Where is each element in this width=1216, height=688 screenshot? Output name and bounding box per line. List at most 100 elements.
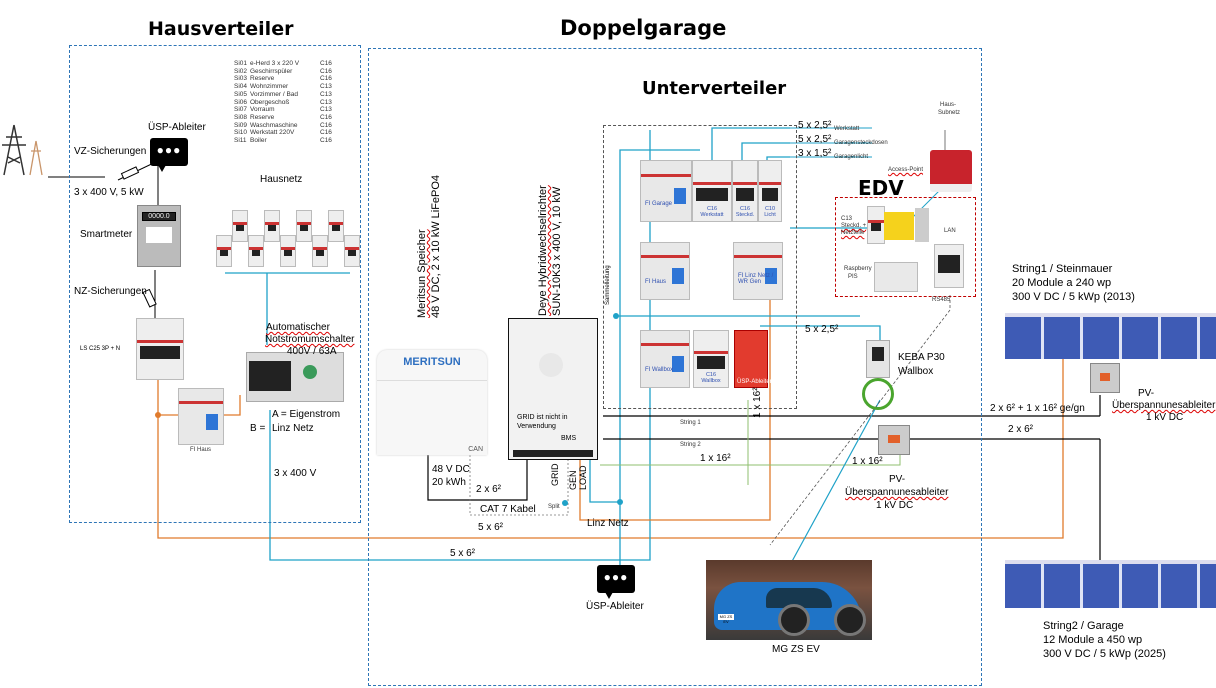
doppelgarage-zone <box>368 48 982 686</box>
circuit-rating: C16 <box>320 121 332 129</box>
haus-subnetz-2: Subnetz <box>938 110 961 116</box>
hausnetz-breaker <box>264 210 280 242</box>
gen-port-label: GEN <box>568 470 578 490</box>
out-werkstatt <box>711 127 790 160</box>
raspberry-line1: Raspberry <box>844 266 872 272</box>
unterverteiler-title: Unterverteiler <box>642 78 787 99</box>
circuit-id: Si10 <box>234 129 248 137</box>
out-steckdosen <box>741 142 790 160</box>
orange-cable-label: 5 x 6² <box>478 522 504 533</box>
doppelgarage-title: Doppelgarage <box>560 16 727 40</box>
rs485-label: RS485 <box>932 297 951 303</box>
hausnetz-breaker <box>312 235 328 267</box>
string2-label: String 2 <box>680 442 701 448</box>
usp-ableiter-bottom-label: ÜSP-Ableiter <box>586 601 644 612</box>
earth-cable-label: 1 x 16² <box>752 387 763 418</box>
gen-wire <box>579 250 771 521</box>
string2-solar-panel <box>1005 560 1216 608</box>
car-label: MG ZS EV <box>772 644 820 655</box>
hausnetz-breaker <box>248 235 264 267</box>
battery-unit: MERITSUN CAN <box>377 350 487 455</box>
router-icon <box>930 150 972 192</box>
junction <box>155 412 161 418</box>
edv-zone <box>835 197 976 297</box>
c13-line2: Steckd. + <box>841 223 867 229</box>
string2-spd-1: PV- <box>889 474 906 485</box>
inverter-label-2: SUN-10K3 x 400 V, 10 kW <box>551 186 563 316</box>
c16-wallbox-breaker: C16 Wallbox <box>693 330 729 388</box>
cat7-cable <box>469 455 569 516</box>
circuit-id: Si07 <box>234 106 248 114</box>
circuit-name: Reserve <box>250 75 275 83</box>
ats-line3: 400V / 63A <box>287 346 337 357</box>
output-name: Garagenlicht <box>834 154 869 160</box>
circuit-rating: C13 <box>320 83 332 91</box>
access-point-label: Access-Point <box>888 167 924 173</box>
circuit-rating: C16 <box>320 75 332 83</box>
ls-c25-breaker <box>136 318 184 380</box>
string1-cable: 2 x 6² + 1 x 16² ge/gn <box>990 403 1085 414</box>
ats-a: A = Eigenstrom <box>272 409 341 420</box>
ats-line1: Automatischer <box>266 322 330 333</box>
nz-fuse-icon <box>142 288 157 308</box>
charge-cable <box>789 399 881 566</box>
circuit-id: Si02 <box>234 67 248 75</box>
ats-b-prefix: B = <box>250 423 266 434</box>
circuit-name: Wohnzimmer <box>250 83 289 91</box>
string2-line2: 12 Module a 450 wp <box>1043 634 1143 646</box>
grid-port-label: GRID <box>550 463 560 487</box>
hausnetz-breaker <box>280 235 296 267</box>
circuit-id: Si11 <box>234 137 247 145</box>
ls-label: LS C25 3P + N <box>80 346 121 352</box>
string2-line1: String2 / Garage <box>1043 620 1124 632</box>
wallbox-icon <box>866 340 890 378</box>
c10-licht-breaker: C10 Licht <box>758 160 782 222</box>
battery-cable-label: 2 x 6² <box>476 484 502 495</box>
inverter-note-2: Verwendung <box>517 423 556 430</box>
wallbox-wire <box>760 325 881 345</box>
vz-fuse-icon <box>120 166 140 180</box>
license-plate: MG ZS EV <box>718 614 734 624</box>
wallbox-line2: Wallbox <box>898 366 934 377</box>
circuit-rating: C16 <box>320 67 332 75</box>
string1-spd-1: PV- <box>1138 388 1155 399</box>
circuit-rating: C16 <box>320 129 332 137</box>
circuit-rating: C16 <box>320 137 332 145</box>
junction <box>613 313 619 319</box>
earth-wire <box>600 455 901 466</box>
linz-netz-label: Linz Netz <box>587 518 629 529</box>
power-pylon-icon <box>0 123 46 178</box>
pv-spd-string1 <box>1090 363 1120 393</box>
ats-switch <box>246 352 344 402</box>
circuit-name: Boiler <box>250 137 267 145</box>
output-cable: 3 x 1,5² <box>798 148 832 159</box>
inverter-unit: GRID ist nicht in Verwendung BMS <box>508 318 598 460</box>
meter-display: 0000.0 <box>142 212 176 221</box>
load-port-label: LOAD <box>578 465 588 490</box>
usp-spd-module: ÜSP-Ableiter <box>734 330 772 388</box>
edv-title: EDV <box>858 176 904 200</box>
raspberry-line2: PIS <box>848 274 858 280</box>
hausnetz-breaker <box>232 210 248 242</box>
speicher-label-2: 48 V DC, 2 x 10 kW LiFePO4 <box>430 174 442 318</box>
circuit-name: Vorraum <box>250 106 275 114</box>
lan-label: LAN <box>944 228 956 234</box>
circuit-id: Si03 <box>234 75 248 83</box>
circuit-id: Si05 <box>234 90 248 98</box>
junction <box>617 499 623 505</box>
hausnetz-breaker <box>296 210 312 242</box>
circuit-id: Si04 <box>234 83 248 91</box>
blue-cable-label: 5 x 6² <box>450 548 476 559</box>
string1-label: String 1 <box>680 420 701 426</box>
circuit-rating: C16 <box>320 60 332 67</box>
battery-dc-label: 48 V DC <box>432 464 470 475</box>
ats-b: Linz Netz <box>272 423 314 434</box>
usp-ableiter-label: ÜSP-Ableiter <box>148 122 206 133</box>
